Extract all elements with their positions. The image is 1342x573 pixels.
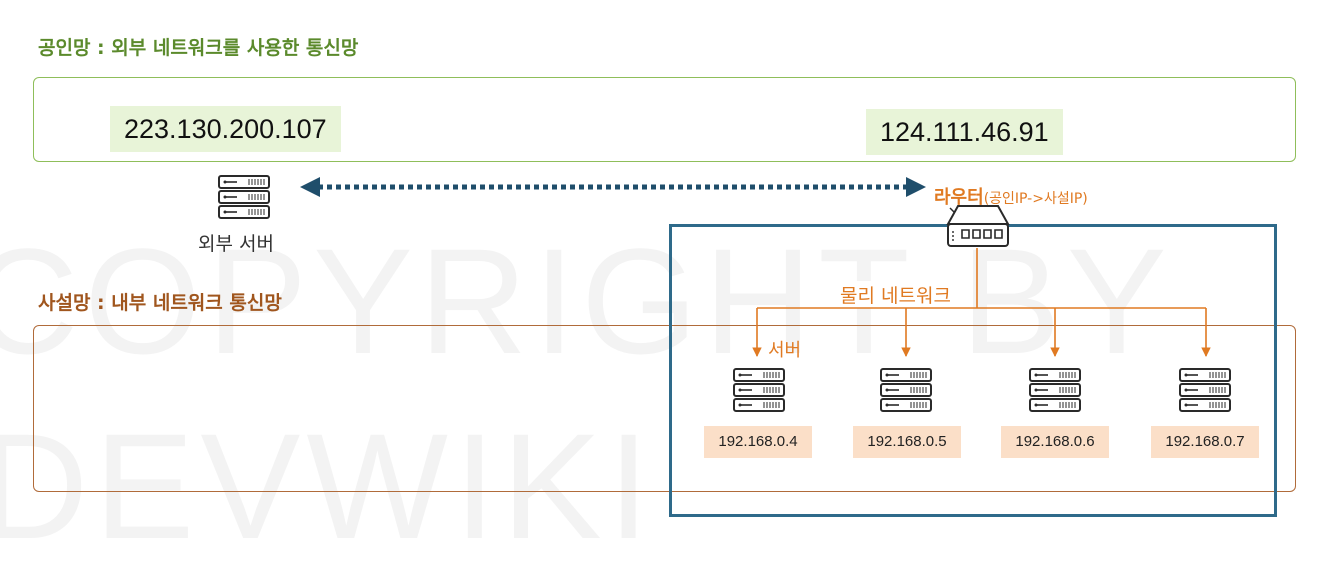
public-link-arrow — [300, 177, 926, 197]
router-note: (공인IP->사설IP) — [983, 191, 1088, 207]
server-label: 서버 — [768, 340, 802, 361]
external-server-icon — [218, 175, 270, 219]
external-server-label: 외부 서버 — [198, 233, 274, 255]
public-network-box — [33, 77, 1296, 162]
server-ip-4: 192.168.0.7 — [1151, 426, 1259, 458]
internal-server-icon-1 — [733, 368, 785, 412]
router-name: 라우터 — [934, 187, 984, 208]
watermark-line-2: DEVWIKI — [0, 402, 656, 570]
physical-network-label: 물리 네트워크 — [838, 281, 953, 308]
router-label: 라우터(공인IP->사설IP) — [934, 183, 1088, 209]
external-server-ip: 223.130.200.107 — [110, 106, 341, 152]
internal-server-icon-3 — [1029, 368, 1081, 412]
server-ip-1: 192.168.0.4 — [704, 426, 812, 458]
router-public-ip: 124.111.46.91 — [866, 109, 1063, 155]
router-icon — [946, 205, 1010, 247]
physical-network-lines — [752, 248, 1211, 357]
server-ip-2: 192.168.0.5 — [853, 426, 961, 458]
private-network-box — [33, 325, 1296, 492]
internal-server-icon-4 — [1179, 368, 1231, 412]
private-network-heading: 사설망 : 내부 네트워크 통신망 — [38, 292, 282, 314]
diagram-graphics — [218, 175, 1231, 412]
internal-server-icon-2 — [880, 368, 932, 412]
server-ip-3: 192.168.0.6 — [1001, 426, 1109, 458]
public-network-heading: 공인망 : 외부 네트워크를 사용한 통신망 — [38, 37, 359, 59]
